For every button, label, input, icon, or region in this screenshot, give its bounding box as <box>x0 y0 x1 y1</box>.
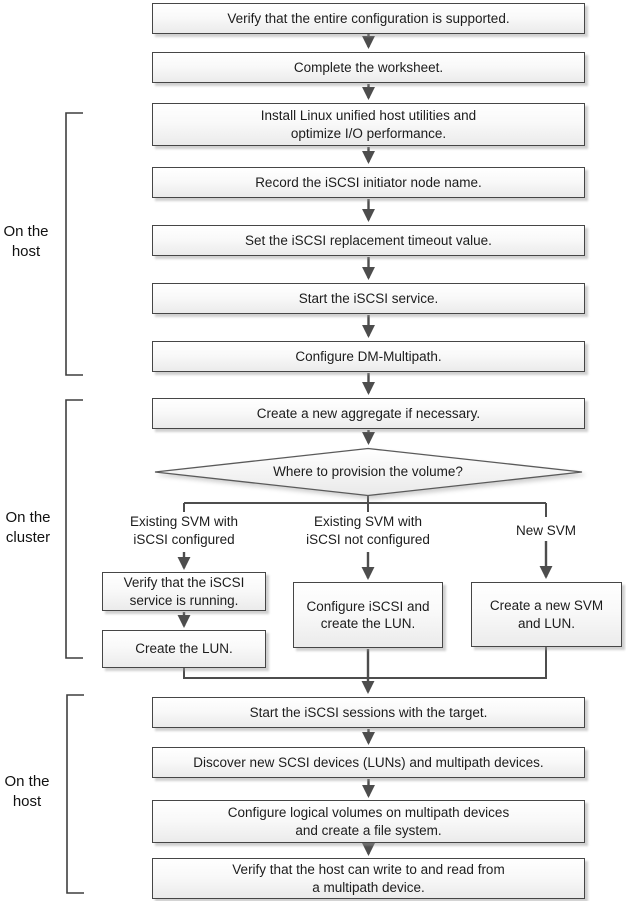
decision-diamond <box>154 447 583 497</box>
branch-label-new-svm: New SVM <box>515 523 576 538</box>
section-label-on-the-host-top: On the host <box>3 223 49 260</box>
step-set-replacement-timeout: Set the iSCSI replacement timeout value. <box>152 225 585 256</box>
step-configure-dm-multipath: Configure DM-Multipath. <box>152 341 585 372</box>
bracket-host-bottom <box>66 694 84 894</box>
bracket-host-top <box>65 112 83 376</box>
branch-converge-lines <box>183 647 547 679</box>
bracket-cluster <box>65 399 83 659</box>
step-create-lun: Create the LUN. <box>102 630 266 668</box>
step-configure-logical-volumes: Configure logical volumes on multipath d… <box>152 800 585 843</box>
branch-split-lines <box>183 495 547 517</box>
section-label-on-the-cluster: On the cluster <box>5 509 51 546</box>
step-start-iscsi-sessions: Start the iSCSI sessions with the target… <box>152 697 585 728</box>
step-verify-host-read-write: Verify that the host can write to and re… <box>152 858 585 899</box>
section-brackets <box>65 112 84 894</box>
step-configure-iscsi-create-lun: Configure iSCSI and create the LUN. <box>293 582 443 648</box>
branch-label-existing-svm-configured: Existing SVM with iSCSI configured <box>129 514 239 547</box>
step-complete-worksheet: Complete the worksheet. <box>152 52 585 83</box>
section-label-on-the-host-bottom: On the host <box>4 773 50 810</box>
step-verify-iscsi-service-running: Verify that the iSCSI service is running… <box>102 572 266 611</box>
step-create-new-svm-and-lun: Create a new SVM and LUN. <box>471 582 622 647</box>
step-start-iscsi-service: Start the iSCSI service. <box>152 283 585 314</box>
step-install-host-utilities: Install Linux unified host utilities and… <box>152 103 585 146</box>
step-discover-scsi-devices: Discover new SCSI devices (LUNs) and mul… <box>152 747 585 778</box>
branch-lines <box>183 495 547 679</box>
step-create-aggregate: Create a new aggregate if necessary. <box>152 398 585 429</box>
flow-arrows <box>177 34 553 856</box>
branch-label-existing-svm-not-configured: Existing SVM with iSCSI not configured <box>306 514 430 547</box>
step-record-initiator-node-name: Record the iSCSI initiator node name. <box>152 167 585 198</box>
step-verify-configuration: Verify that the entire configuration is … <box>152 3 585 34</box>
decision-where-to-provision: Where to provision the volume? <box>273 464 463 479</box>
